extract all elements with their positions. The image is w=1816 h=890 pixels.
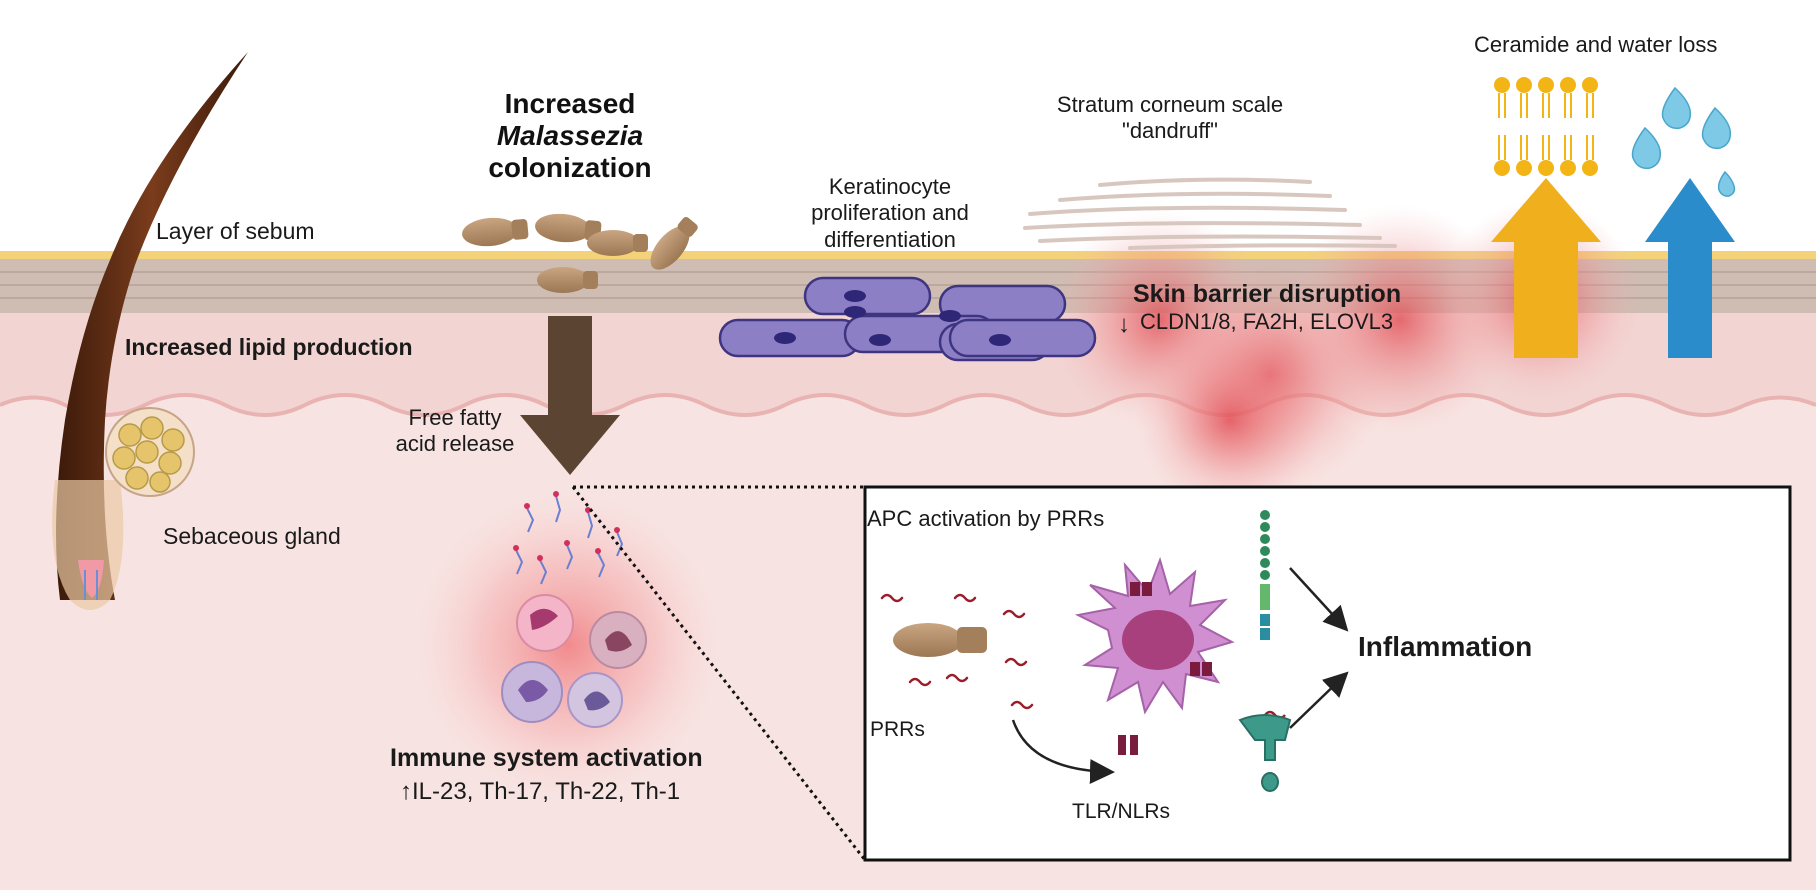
prr-squiggles <box>880 593 1034 710</box>
colonization-text: colonization <box>488 152 652 184</box>
malassezia-cells <box>462 213 698 293</box>
water-droplets <box>1631 86 1736 197</box>
keratinocytes <box>718 276 1097 362</box>
fatty-acid-arrow <box>520 316 620 475</box>
tlr-nlrs-label: TLR/NLRs <box>1072 800 1171 823</box>
hair-follicle <box>52 52 248 610</box>
inset-fungus <box>893 623 987 657</box>
receptor-bottom-arrow <box>1289 671 1349 729</box>
increased-lipid-production-label: Increased lipid production <box>125 334 413 360</box>
stratum-corneum-scale <box>1023 177 1397 250</box>
receptor-chain-top <box>1260 510 1270 640</box>
malassezia-text: Malassezia <box>496 120 644 152</box>
immune-system-activation-label: Immune system activation <box>390 744 703 772</box>
ceramide-water-loss-label: Ceramide and water loss <box>1474 32 1718 57</box>
inflammation-label: Inflammation <box>1358 631 1533 662</box>
skin-barrier-down-arrow: ↓ <box>1118 311 1130 338</box>
skin-barrier-genes-label: CLDN1/8, FA2H, ELOVL3 <box>1140 309 1394 334</box>
receptor-bottom <box>1238 710 1292 792</box>
stratum-corneum-label: Stratum corneum scale "dandruff" <box>1056 92 1284 144</box>
ceramide-lipids <box>1494 77 1598 176</box>
sebaceous-gland <box>105 407 195 497</box>
free-fatty-acid-label: Free fatty acid release <box>395 405 515 457</box>
immune-glow <box>408 485 728 805</box>
increased-text: Increased <box>504 88 636 119</box>
keratinocyte-label: Keratinocyte proliferation and different… <box>811 174 969 252</box>
water-arrow <box>1645 178 1735 358</box>
basement-membrane <box>0 393 1816 417</box>
prr-to-tlr-arrow <box>1011 719 1115 784</box>
apc-dendritic-cell <box>1074 556 1235 755</box>
sebum-layer <box>0 251 1816 259</box>
skin-barrier-disruption-label: Skin barrier disruption <box>1133 280 1402 308</box>
sebaceous-gland-label: Sebaceous gland <box>163 523 341 549</box>
ceramide-arrow <box>1491 178 1601 358</box>
fatty-acid-molecules <box>515 495 624 585</box>
inset-connector-lines <box>571 485 867 861</box>
immune-cells <box>501 594 647 728</box>
receptor-top-arrow <box>1289 567 1349 632</box>
prrs-label: PRRs <box>870 718 925 741</box>
immune-cytokines-label: ↑IL-23, Th-17, Th-22, Th-1 <box>400 778 681 805</box>
layer-of-sebum-label: Layer of sebum <box>156 218 315 244</box>
fatty-acid-heads <box>513 491 620 561</box>
malassezia-title: Increased Malassezia colonization <box>420 88 720 185</box>
inset-box <box>863 485 1792 862</box>
inflammation-glows <box>1050 200 1640 515</box>
inset-title: APC activation by PRRs <box>867 506 1105 531</box>
